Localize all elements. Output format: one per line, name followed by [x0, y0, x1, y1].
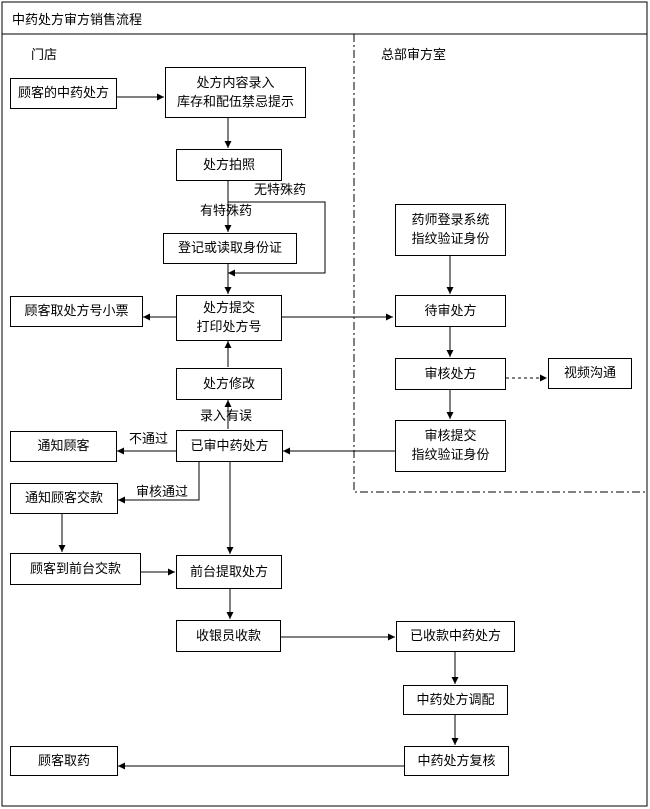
- node-notify: 通知顾客: [10, 431, 117, 462]
- node-pending: 待审处方: [395, 295, 506, 327]
- node-modify: 处方修改: [176, 368, 282, 400]
- label-entry-error: 录入有误: [200, 409, 253, 424]
- label-not-passed: 不通过: [129, 432, 169, 447]
- node-receipt: 顾客取处方号小票: [10, 296, 143, 327]
- node-front-extract: 前台提取处方: [176, 555, 282, 589]
- node-submit: 处方提交 打印处方号: [176, 295, 282, 341]
- node-cashier: 收银员收款: [176, 620, 281, 652]
- region-store-label: 门店: [31, 48, 58, 63]
- arrow-photo-bypass: [228, 201, 326, 277]
- node-audit-submit: 审核提交 指纹验证身份: [395, 420, 506, 472]
- region-hq-label: 总部审方室: [381, 48, 447, 63]
- node-paid-rx: 已收款中药处方: [396, 621, 515, 652]
- diagram-title: 中药处方审方销售流程: [12, 13, 143, 28]
- node-customer-rx: 顾客的中药处方: [10, 78, 117, 109]
- node-dispense: 中药处方调配: [403, 685, 508, 715]
- node-photo: 处方拍照: [176, 149, 282, 181]
- node-audit: 审核处方: [395, 358, 506, 390]
- node-recheck: 中药处方复核: [404, 746, 509, 776]
- node-id-card: 登记或读取身份证: [163, 233, 297, 264]
- label-passed: 审核通过: [136, 485, 189, 500]
- label-no-special: 无特殊药: [254, 183, 307, 198]
- node-reviewed: 已审中药处方: [176, 430, 283, 462]
- node-video: 视频沟通: [548, 358, 632, 389]
- label-has-special: 有特殊药: [200, 204, 253, 219]
- node-pay-front: 顾客到前台交款: [10, 553, 141, 585]
- node-pickup: 顾客取药: [10, 746, 118, 776]
- arrow-reviewed-to-notify-pay: [118, 462, 200, 504]
- node-notify-pay: 通知顾客交款: [10, 483, 118, 514]
- node-pharmacist-login: 药师登录系统 指纹验证身份: [395, 204, 506, 256]
- node-entry: 处方内容录入 库存和配伍禁忌提示: [165, 67, 306, 118]
